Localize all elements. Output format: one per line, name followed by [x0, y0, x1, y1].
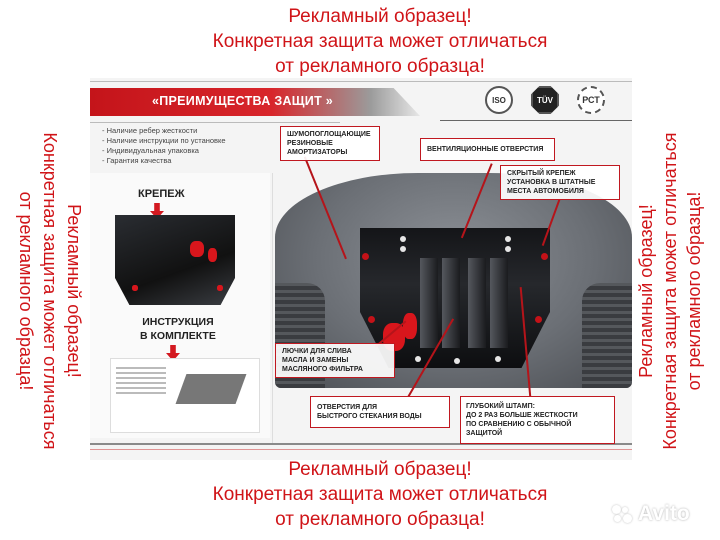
disclaimer-line: Рекламный образец! — [64, 204, 84, 378]
banner-title: «ПРЕИМУЩЕСТВА ЗАЩИТ » — [152, 94, 334, 108]
divider — [90, 443, 632, 445]
avito-watermark: Avito — [612, 502, 690, 526]
feature-item: Индивидуальная упаковка — [102, 146, 226, 156]
divider — [440, 120, 632, 121]
avito-brand-text: Avito — [638, 502, 690, 525]
rst-certificate-icon: РСТ — [577, 86, 605, 114]
callout-text: ПО СРАВНЕНИЮ С ОБЫЧНОЙ ЗАЩИТОЙ — [466, 421, 572, 437]
drain-plug-icon — [190, 241, 204, 257]
disclaimer-right: Рекламный образец! Конкретная защита мож… — [634, 101, 706, 481]
product-poster: «ПРЕИМУЩЕСТВА ЗАЩИТ » ISO TÜV РСТ Наличи… — [90, 78, 632, 460]
feature-item: Наличие ребер жесткости — [102, 126, 226, 136]
certificates: ISO TÜV РСТ — [485, 86, 605, 114]
callout-text: МЕСТА АВТОМОБИЛЯ — [507, 188, 584, 195]
feature-item: Наличие инструкции по установке — [102, 136, 226, 146]
disclaimer-line: Рекламный образец! — [636, 204, 656, 378]
instruction-label: ИНСТРУКЦИЯ В КОМПЛЕКТЕ — [140, 315, 216, 343]
callout-text: ДО 2 РАЗ БОЛЬШЕ ЖЕСТКОСТИ — [466, 412, 578, 419]
callout-hidden-fastener: СКРЫТЫЙ КРЕПЕЖ УСТАНОВКА В ШТАТНЫЕ МЕСТА… — [500, 165, 620, 200]
features-list: Наличие ребер жесткости Наличие инструкц… — [102, 126, 226, 166]
tuv-certificate-icon: TÜV — [531, 86, 559, 114]
disclaimer-line: Конкретная защита может отличаться — [212, 31, 548, 52]
callout-text: СКРЫТЫЙ КРЕПЕЖ — [507, 170, 576, 177]
disclaimer-line: Конкретная защита может отличаться — [40, 132, 60, 450]
disclaimer-line: Конкретная защита может отличаться — [660, 132, 680, 450]
damper-icon — [132, 285, 138, 291]
divider — [90, 122, 340, 123]
skid-plate-image — [115, 215, 235, 305]
drain-plug-icon — [208, 248, 217, 262]
disclaimer-line: Конкретная защита может отличаться — [212, 484, 548, 505]
instruction-label-line: ИНСТРУКЦИЯ — [142, 316, 214, 328]
callout-text: БЫСТРОГО СТЕКАНИЯ ВОДЫ — [317, 413, 422, 420]
oil-filter-hatch-icon — [403, 313, 417, 339]
disclaimer-bottom: Рекламный образец! Конкретная защита мож… — [180, 457, 580, 532]
banner-red-stripe — [90, 88, 420, 116]
divider — [90, 449, 632, 450]
disclaimer-line: от рекламного образца! — [275, 56, 485, 77]
left-product-panel: КРЕПЕЖ ИНСТРУКЦИЯ В КОМПЛЕКТЕ — [90, 173, 270, 438]
instruction-document-image — [110, 358, 260, 433]
disclaimer-line: от рекламного образца! — [684, 191, 704, 391]
fastener-label: КРЕПЕЖ — [138, 188, 185, 200]
callout-dampers: ШУМОПОГЛОЩАЮЩИЕ РЕЗИНОВЫЕ АМОРТИЗАТОРЫ — [280, 126, 380, 161]
callout-text: ШУМОПОГЛОЩАЮЩИЕ РЕЗИНОВЫЕ АМОРТИЗАТОРЫ — [287, 131, 371, 156]
callout-ventilation: ВЕНТИЛЯЦИОННЫЕ ОТВЕРСТИЯ — [420, 138, 555, 161]
disclaimer-top: Рекламный образец! Конкретная защита мож… — [180, 4, 580, 79]
instruction-label-line: В КОМПЛЕКТЕ — [140, 330, 216, 342]
disclaimer-line: Рекламный образец! — [288, 6, 472, 27]
disclaimer-left: Рекламный образец! Конкретная защита мож… — [14, 101, 86, 481]
callout-text: МАСЛЯНОГО ФИЛЬТРА — [282, 366, 363, 373]
divider — [90, 81, 632, 82]
avito-logo-icon — [612, 505, 634, 523]
callout-text: ОТВЕРСТИЯ ДЛЯ — [317, 404, 378, 411]
callout-oil-hatches: ЛЮЧКИ ДЛЯ СЛИВА МАСЛА И ЗАМЕНЫ МАСЛЯНОГО… — [275, 343, 395, 378]
callout-text: ГЛУБОКИЙ ШТАМП: — [466, 403, 535, 410]
iso-certificate-icon: ISO — [485, 86, 513, 114]
callout-deep-stamp: ГЛУБОКИЙ ШТАМП: ДО 2 РАЗ БОЛЬШЕ ЖЕСТКОСТ… — [460, 396, 615, 444]
disclaimer-line: от рекламного образца! — [16, 191, 36, 391]
callout-drain-holes: ОТВЕРСТИЯ ДЛЯ БЫСТРОГО СТЕКАНИЯ ВОДЫ — [310, 396, 450, 428]
disclaimer-line: Рекламный образец! — [288, 459, 472, 480]
callout-text: ВЕНТИЛЯЦИОННЫЕ ОТВЕРСТИЯ — [427, 146, 544, 153]
callout-text: УСТАНОВКА В ШТАТНЫЕ — [507, 179, 596, 186]
damper-icon — [217, 285, 223, 291]
feature-item: Гарантия качества — [102, 156, 226, 166]
callout-text: ЛЮЧКИ ДЛЯ СЛИВА — [282, 348, 352, 355]
disclaimer-line: от рекламного образца! — [275, 509, 485, 530]
tire-right — [582, 283, 632, 388]
callout-text: МАСЛА И ЗАМЕНЫ — [282, 357, 349, 364]
divider — [272, 173, 273, 443]
